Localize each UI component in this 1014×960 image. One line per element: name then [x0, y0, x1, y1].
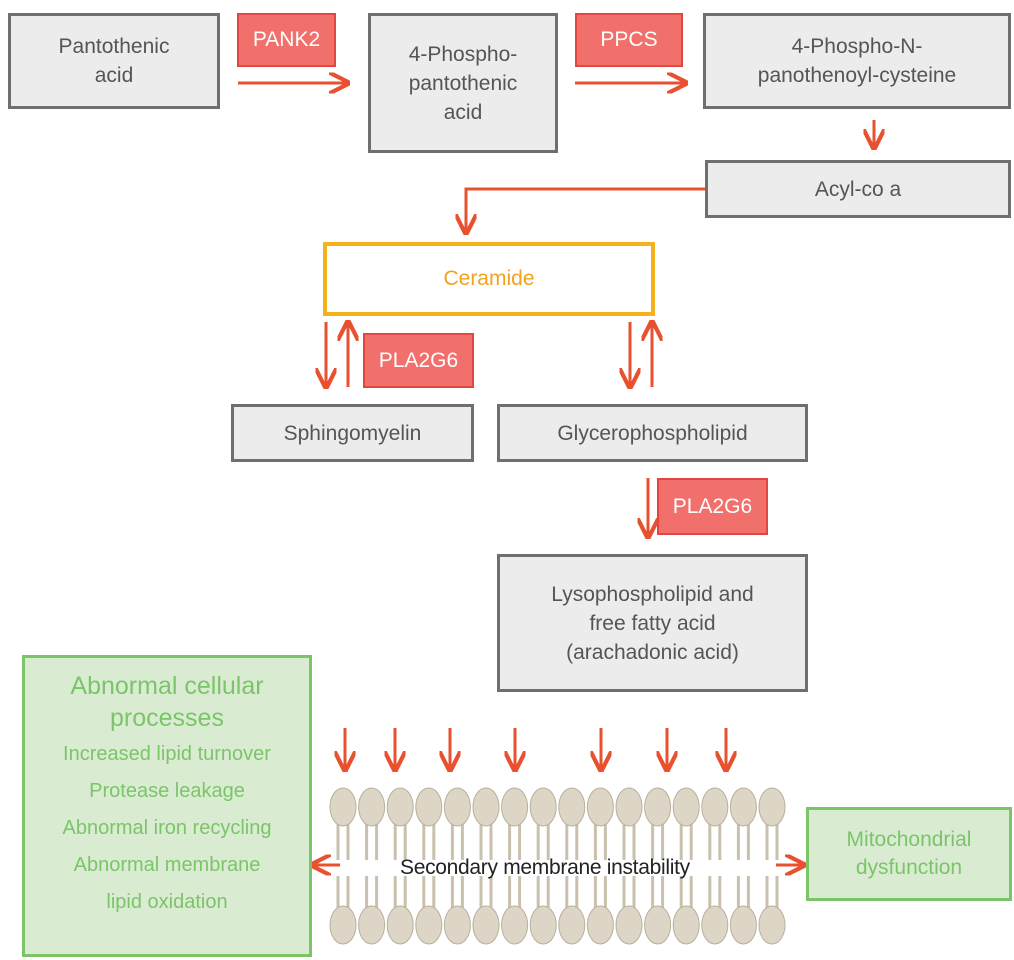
abnormal-item-2: Protease leakage: [89, 780, 245, 802]
enzyme-pla2g6-upper-label: PLA2G6: [378, 348, 459, 372]
abnormal-item-1: Increased lipid turnover: [63, 743, 271, 765]
node-phosphopantothenoyl-line-1: 4-Phospho-N-: [791, 35, 923, 58]
node-sphingomyelin: Sphingomyelin: [231, 404, 474, 462]
lipid-bilayer: [329, 787, 786, 945]
mitochondrial-line-1: Mitochondrial: [846, 828, 972, 851]
lipid-head: [729, 787, 757, 827]
node-acyl-coa-label: Acyl-co a: [814, 177, 902, 201]
lipid-head: [472, 905, 500, 945]
node-glycerophospholipid-label: Glycerophospholipid: [557, 421, 748, 445]
node-lysophospholipid-line-2: free fatty acid: [589, 611, 716, 635]
lipid-head: [586, 787, 614, 827]
membrane-instability-label: Secondary membrane instability: [400, 856, 690, 879]
node-ceramide: Ceramide: [323, 242, 655, 316]
enzyme-pla2g6-lower-label: PLA2G6: [672, 494, 753, 518]
lipid-head: [758, 787, 786, 827]
lipid-head: [672, 787, 700, 827]
node-lysophospholipid-line-3: (arachadonic acid): [566, 640, 739, 664]
node-phosphopantothenic-line-1: 4-Phospho-: [408, 42, 518, 66]
abnormal-heading-line-1: Abnormal cellular: [70, 672, 264, 700]
lipid-head: [501, 905, 529, 945]
lipid-head: [329, 787, 357, 827]
lipid-head: [701, 905, 729, 945]
enzyme-ppcs: PPCS: [575, 13, 683, 67]
enzyme-pla2g6-upper: PLA2G6: [363, 333, 474, 388]
lipid-head: [501, 787, 529, 827]
abnormal-item-4: Abnormal membrane: [73, 854, 261, 876]
lipid-head: [758, 905, 786, 945]
node-phosphopantothenic-acid: 4-Phospho- pantothenic acid: [368, 13, 558, 153]
lipid-head: [386, 787, 414, 827]
node-phosphopantothenic-line-2: pantothenic: [408, 71, 518, 95]
abnormal-heading-line-2: processes: [110, 704, 224, 732]
lipid-head: [558, 905, 586, 945]
node-phosphopantothenoyl-cysteine: 4-Phospho-N- panothenoyl-cysteine: [703, 13, 1011, 109]
lipid-head: [644, 905, 672, 945]
node-pantothenic-acid: Pantothenic acid: [8, 13, 220, 109]
lipid-head: [329, 905, 357, 945]
node-sphingomyelin-label: Sphingomyelin: [283, 421, 422, 445]
lipid-head: [615, 787, 643, 827]
membrane-attack-arrows: [345, 728, 726, 770]
lipid-head: [615, 905, 643, 945]
enzyme-pank2: PANK2: [237, 13, 336, 67]
lipid-head: [443, 787, 471, 827]
enzyme-pank2-label: PANK2: [252, 28, 321, 51]
node-pantothenic-acid-line-1: Pantothenic: [58, 35, 170, 58]
lipid-head: [586, 905, 614, 945]
node-lysophospholipid: Lysophospholipid and free fatty acid (ar…: [497, 554, 808, 692]
node-glycerophospholipid: Glycerophospholipid: [497, 404, 808, 462]
lipid-head: [386, 905, 414, 945]
node-acyl-coa: Acyl-co a: [705, 160, 1011, 218]
lipid-head: [415, 905, 443, 945]
lipid-head: [415, 787, 443, 827]
lipid-head: [701, 787, 729, 827]
lipid-head: [644, 787, 672, 827]
lipid-head: [443, 905, 471, 945]
node-ceramide-label: Ceramide: [443, 267, 535, 290]
node-mitochondrial-dysfunction: Mitochondrial dysfunction: [806, 807, 1012, 901]
arrow-acylcoa-to-ceramide: [466, 187, 705, 233]
lipid-head: [529, 787, 557, 827]
node-phosphopantothenoyl-line-2: panothenoyl-cysteine: [757, 64, 957, 87]
abnormal-item-3: Abnormal iron recycling: [62, 817, 272, 839]
enzyme-ppcs-label: PPCS: [600, 28, 658, 51]
mitochondrial-line-2: dysfunction: [855, 856, 963, 879]
lipid-head: [729, 905, 757, 945]
node-abnormal-cellular-processes: Abnormal cellular processes Increased li…: [22, 655, 312, 957]
lipid-head: [529, 905, 557, 945]
lipid-head: [358, 787, 386, 827]
lipid-head: [358, 905, 386, 945]
enzyme-pla2g6-lower: PLA2G6: [657, 478, 768, 535]
node-phosphopantothenic-line-3: acid: [443, 100, 483, 124]
node-lysophospholipid-line-1: Lysophospholipid and: [551, 582, 754, 606]
abnormal-item-5: lipid oxidation: [106, 891, 228, 913]
node-pantothenic-acid-line-2: acid: [94, 64, 134, 87]
lipid-head: [558, 787, 586, 827]
lipid-head: [672, 905, 700, 945]
lipid-head: [472, 787, 500, 827]
